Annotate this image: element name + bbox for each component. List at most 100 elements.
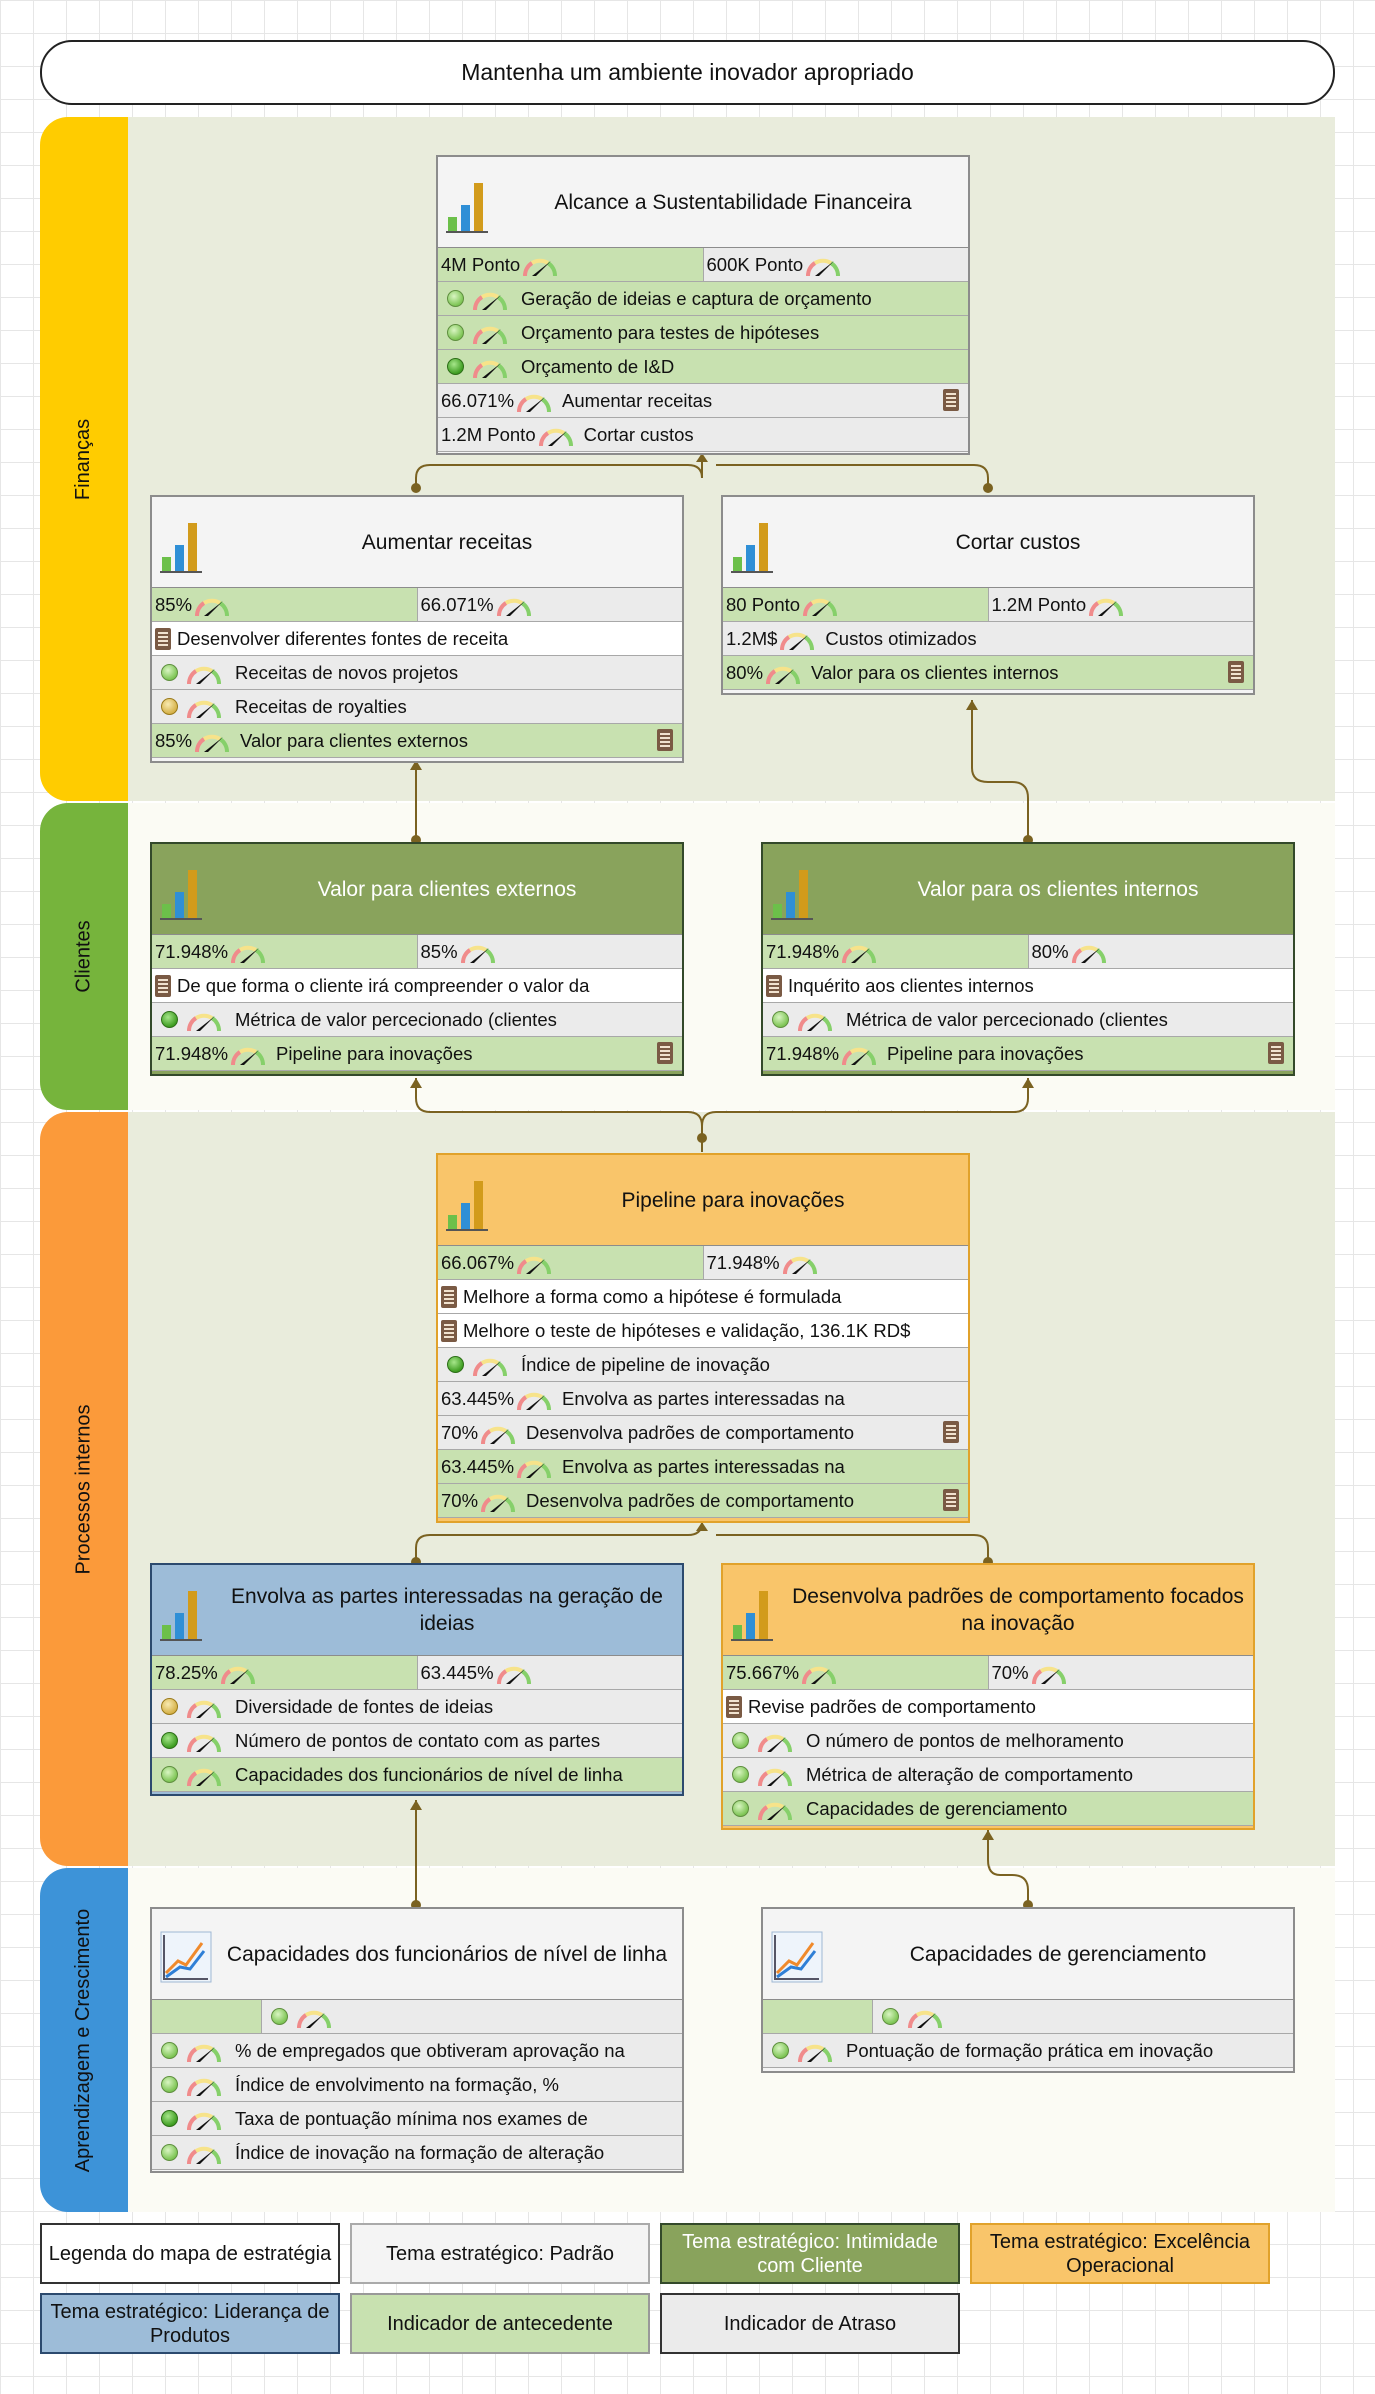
indicator-row[interactable]: Número de pontos de contato com as parte… <box>152 1724 682 1758</box>
initiative-row[interactable]: Melhore a forma como a hipótese é formul… <box>438 1280 968 1314</box>
indicator-row[interactable]: Métrica de alteração de comportamento <box>723 1758 1253 1792</box>
gauge-icon <box>514 388 554 414</box>
bar-chart-icon <box>444 177 500 233</box>
initiative-row[interactable]: De que forma o cliente irá compreender o… <box>152 969 682 1003</box>
indicator-row[interactable]: Orçamento para testes de hipóteses <box>438 316 968 350</box>
objective-envolva-partes-interessadas[interactable]: Envolva as partes interessadas na geraçã… <box>150 1563 684 1796</box>
indicator-value: 1.2M Ponto <box>991 593 1087 615</box>
gauge-icon <box>763 660 803 686</box>
gauge-icon <box>795 2038 835 2064</box>
indicator-value: 71.948% <box>155 1042 229 1064</box>
indicator-row[interactable]: 70%Desenvolva padrões de comportamento <box>438 1484 968 1518</box>
initiative-row[interactable]: Melhore o teste de hipóteses e validação… <box>438 1314 968 1348</box>
perspective-processos: Processos internos <box>40 1112 128 1866</box>
indicator-row[interactable]: 70%Desenvolva padrões de comportamento <box>438 1416 968 1450</box>
objective-padroes-comportamento[interactable]: Desenvolva padrões de comportamento foca… <box>721 1563 1255 1830</box>
status-dot-icon <box>161 698 178 715</box>
objective-sustentabilidade-financeira[interactable]: Alcance a Sustentabilidade Financeira 4M… <box>436 155 970 455</box>
document-icon <box>943 1489 959 1511</box>
bar-chart-icon <box>729 1585 785 1641</box>
gauge-icon <box>1069 939 1109 965</box>
indicator-row[interactable]: Pontuação de formação prática em inovaçã… <box>763 2034 1293 2068</box>
bar-chart-icon <box>729 517 785 573</box>
indicator-value: 63.445% <box>441 1387 515 1409</box>
indicator-label: Valor para os clientes internos <box>811 661 1059 683</box>
indicator-row[interactable]: 71.948%Pipeline para inovações <box>152 1037 682 1071</box>
objective-cortar-custos[interactable]: Cortar custos 80 Ponto 1.2M Ponto 1.2M$C… <box>721 495 1255 695</box>
indicator-label: % de empregados que obtiveram aprovação … <box>235 2039 625 2061</box>
card-title: Desenvolva padrões de comportamento foca… <box>792 1585 1244 1635</box>
indicator-row[interactable]: 80% Valor para os clientes internos <box>723 656 1253 690</box>
indicator-row[interactable]: 71.948%Pipeline para inovações <box>763 1037 1293 1071</box>
gauge-icon <box>184 2072 224 2098</box>
indicator-row[interactable]: Diversidade de fontes de ideias <box>152 1690 682 1724</box>
indicator-label: Desenvolva padrões de comportamento <box>526 1421 855 1443</box>
legend-indicador-atraso: Indicador de Atraso <box>660 2293 960 2354</box>
gauge-icon <box>184 2038 224 2064</box>
indicator-label: Pipeline para inovações <box>887 1042 1084 1064</box>
indicator-row[interactable]: Métrica de valor percecionado (clientes <box>152 1003 682 1037</box>
objective-aumentar-receitas[interactable]: Aumentar receitas 85% 66.071% Desenvolve… <box>150 495 684 763</box>
indicator-value: 78.25% <box>155 1661 218 1683</box>
gauge-icon <box>800 592 840 618</box>
indicator-row[interactable]: Índice de inovação na formação de altera… <box>152 2136 682 2170</box>
indicator-row[interactable]: Índice de pipeline de inovação <box>438 1348 968 1382</box>
indicator-label: Índice de inovação na formação de altera… <box>235 2141 605 2163</box>
indicator-row[interactable]: Receitas de royalties <box>152 690 682 724</box>
indicator-value: 75.667% <box>726 1661 800 1683</box>
indicator-label: Aumentar receitas <box>562 389 713 411</box>
indicator-row[interactable]: 66.071%Aumentar receitas <box>438 384 968 418</box>
card-title: Envolva as partes interessadas na geraçã… <box>231 1585 663 1635</box>
gauge-icon <box>839 1041 879 1067</box>
card-title: Alcance a Sustentabilidade Financeira <box>554 190 912 214</box>
indicator-value: 85% <box>155 593 193 615</box>
indicator-label: Orçamento para testes de hipóteses <box>521 321 820 343</box>
indicator-row[interactable]: Geração de ideias e captura de orçamento <box>438 282 968 316</box>
initiative-row[interactable]: Desenvolver diferentes fontes de receita <box>152 622 682 656</box>
indicator-row[interactable]: 1.2M$Custos otimizados <box>723 622 1253 656</box>
objective-capacidades-funcionarios[interactable]: Capacidades dos funcionários de nível de… <box>150 1907 684 2173</box>
gauge-icon <box>1029 1660 1069 1686</box>
indicator-label: Envolva as partes interessadas na <box>562 1455 845 1477</box>
indicator-label: Valor para clientes externos <box>240 729 468 751</box>
card-title: Capacidades dos funcionários de nível de… <box>226 1942 668 1966</box>
objective-capacidades-gerenciamento[interactable]: Capacidades de gerenciamento Pontuação d… <box>761 1907 1295 2073</box>
indicator-row[interactable]: Receitas de novos projetos <box>152 656 682 690</box>
indicator-row[interactable]: Capacidades de gerenciamento <box>723 1792 1253 1826</box>
status-dot-icon <box>271 2008 288 2025</box>
indicator-label: Receitas de novos projetos <box>235 661 459 683</box>
indicator-row[interactable]: Orçamento de I&D <box>438 350 968 384</box>
gauge-icon <box>470 286 510 312</box>
status-dot-icon <box>161 1011 178 1028</box>
indicator-value: 80% <box>726 661 764 683</box>
status-dot-icon <box>447 290 464 307</box>
indicator-row[interactable]: Métrica de valor percecionado (clientes <box>763 1003 1293 1037</box>
indicator-value: 4M Ponto <box>441 253 521 275</box>
initiative-row[interactable]: Revise padrões de comportamento <box>723 1690 1253 1724</box>
objective-pipeline-inovacoes[interactable]: Pipeline para inovações 66.067% 71.948% … <box>436 1153 970 1523</box>
legend-tema-padrao: Tema estratégico: Padrão <box>350 2223 650 2284</box>
gauge-icon <box>905 2004 945 2030</box>
initiative-row[interactable]: Inquérito aos clientes internos <box>763 969 1293 1003</box>
gauge-icon <box>520 252 560 278</box>
objective-valor-clientes-internos[interactable]: Valor para os clientes internos 71.948% … <box>761 842 1295 1076</box>
indicator-row[interactable]: Capacidades dos funcionários de nível de… <box>152 1758 682 1792</box>
document-icon <box>726 1695 742 1718</box>
indicator-row[interactable]: 85% Valor para clientes externos <box>152 724 682 758</box>
indicator-value: 63.445% <box>420 1661 494 1683</box>
indicator-row[interactable]: 63.445%Envolva as partes interessadas na <box>438 1382 968 1416</box>
gauge-icon <box>184 660 224 686</box>
indicator-row[interactable]: Taxa de pontuação mínima nos exames de <box>152 2102 682 2136</box>
objective-valor-clientes-externos[interactable]: Valor para clientes externos 71.948% 85%… <box>150 842 684 1076</box>
status-dot-icon <box>161 1698 178 1715</box>
document-icon <box>943 389 959 411</box>
indicator-label: Índice de pipeline de inovação <box>521 1353 770 1375</box>
indicator-value: 85% <box>155 729 193 751</box>
indicator-row[interactable]: O número de pontos de melhoramento <box>723 1724 1253 1758</box>
indicator-row[interactable]: % de empregados que obtiveram aprovação … <box>152 2034 682 2068</box>
gauge-icon <box>755 1728 795 1754</box>
indicator-row[interactable]: 63.445%Envolva as partes interessadas na <box>438 1450 968 1484</box>
indicator-row[interactable]: Índice de envolvimento na formação, % <box>152 2068 682 2102</box>
indicator-label: Custos otimizados <box>825 627 977 649</box>
